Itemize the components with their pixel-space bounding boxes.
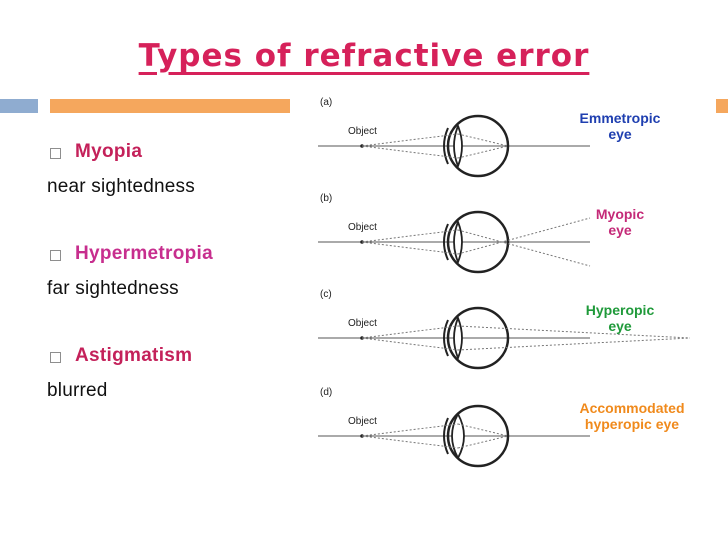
- term-myopia: Myopia: [75, 141, 143, 162]
- description-hypermetropia: far sightedness: [47, 278, 179, 299]
- caption-emmetropic-2: eye: [608, 126, 632, 142]
- description-myopia: near sightedness: [47, 176, 195, 197]
- object-label: Object: [348, 416, 377, 427]
- slide-title: Types of refractive error: [138, 38, 590, 74]
- lens: [453, 123, 463, 169]
- term-astigmatism: Astigmatism: [75, 345, 193, 366]
- panel-tag: (d): [320, 387, 332, 398]
- list-item-myopia: Myopia: [50, 141, 142, 163]
- panel-tag: (b): [320, 193, 332, 204]
- accent-bar-orange: [50, 99, 290, 113]
- bullet-square-icon: [50, 249, 61, 261]
- term-hypermetropia: Hypermetropia: [75, 243, 213, 264]
- panel-accommodated-hyperopic: (d) Object Accommodated hyperopic eye: [318, 387, 685, 468]
- bullet-square-icon: [50, 147, 61, 159]
- bullet-square-icon: [50, 351, 61, 363]
- description-astigmatism: blurred: [47, 380, 108, 401]
- panel-myopic: (b) Object Myopic eye: [318, 193, 644, 274]
- caption-myopic-1: Myopic: [596, 206, 644, 222]
- list-item-hypermetropia: Hypermetropia: [50, 243, 213, 265]
- refraction-diagram: (a) Object Emmetropic eye (b) Object: [290, 88, 710, 488]
- object-label: Object: [348, 318, 377, 329]
- caption-accommodated-1: Accommodated: [579, 400, 684, 416]
- object-label: Object: [348, 222, 377, 233]
- panel-tag: (a): [320, 97, 332, 108]
- panel-hyperopic: (c) Object Hyperopic eye: [318, 289, 691, 370]
- caption-myopic-2: eye: [608, 222, 632, 238]
- caption-hyperopic-1: Hyperopic: [586, 302, 655, 318]
- panel-tag: (c): [320, 289, 332, 300]
- list-item-astigmatism: Astigmatism: [50, 345, 192, 367]
- caption-accommodated-2: hyperopic eye: [585, 416, 679, 432]
- panel-emmetropic: (a) Object Emmetropic eye: [318, 97, 661, 178]
- eye-outline: [446, 114, 510, 178]
- caption-hyperopic-2: eye: [608, 318, 632, 334]
- accent-bar-right: [716, 99, 728, 113]
- object-label: Object: [348, 126, 377, 137]
- caption-emmetropic-1: Emmetropic: [580, 110, 661, 126]
- accent-bar-gray: [0, 99, 38, 113]
